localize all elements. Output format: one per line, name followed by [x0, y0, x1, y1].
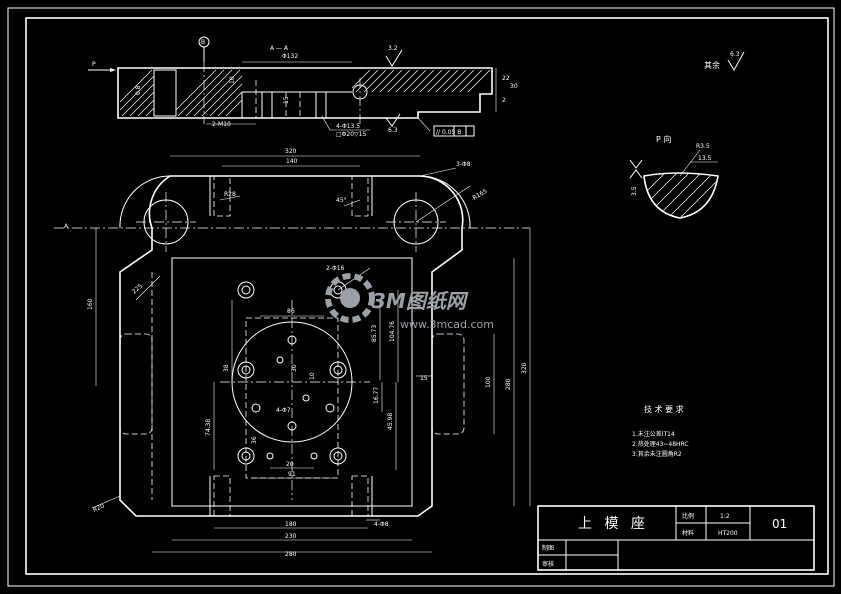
tech-requirements: 技 术 要 求 1.未注公差IT14 2.热处理43~48HRC 3.其余未注圆…	[632, 404, 689, 458]
svg-text:10: 10	[309, 372, 316, 380]
svg-text:320: 320	[285, 148, 297, 155]
svg-text:2-Φ16: 2-Φ16	[326, 265, 345, 272]
svg-text:// 0.05 B: // 0.05 B	[436, 129, 461, 136]
arrow-p-label: P	[92, 61, 96, 68]
svg-text:91: 91	[288, 471, 296, 478]
remaining-roughness: 其余 6.3	[704, 51, 745, 71]
svg-text:45°: 45°	[336, 197, 347, 204]
svg-text:15: 15	[283, 96, 290, 104]
svg-text:□Φ20▽15: □Φ20▽15	[336, 131, 366, 138]
svg-text:HT200: HT200	[718, 530, 738, 537]
svg-text:320: 320	[521, 362, 528, 374]
svg-text:280: 280	[505, 378, 512, 390]
svg-text:3.5: 3.5	[631, 186, 638, 196]
datum-b-label: B	[201, 39, 205, 46]
svg-text:160: 160	[87, 298, 94, 310]
svg-text:20: 20	[286, 461, 294, 468]
p-view: P 向 R3.5 13.5 3.5	[629, 134, 719, 219]
section-outline	[117, 67, 493, 119]
svg-text:140: 140	[286, 158, 298, 165]
svg-text:22: 22	[502, 75, 510, 82]
svg-text:2-M10: 2-M10	[212, 121, 231, 128]
svg-text:R20: R20	[92, 502, 106, 513]
svg-text:0.8: 0.8	[135, 85, 142, 95]
section-hatch-left	[120, 70, 490, 116]
svg-text:4-Φ7: 4-Φ7	[276, 407, 291, 414]
svg-text:审核: 审核	[542, 560, 554, 568]
svg-text:30: 30	[291, 364, 298, 372]
svg-text:3.2: 3.2	[388, 45, 398, 52]
svg-text:P 向: P 向	[656, 134, 671, 144]
plan-holes	[237, 281, 347, 465]
svg-text:3-Φ8: 3-Φ8	[456, 161, 471, 168]
svg-text:www.3mcad.com: www.3mcad.com	[400, 318, 494, 331]
svg-text:36: 36	[251, 436, 258, 444]
svg-text:13.5: 13.5	[698, 155, 712, 162]
svg-text:A: A	[64, 223, 69, 230]
svg-text:85.73: 85.73	[371, 325, 378, 342]
svg-text:38: 38	[223, 364, 230, 372]
svg-text:比例: 比例	[682, 512, 694, 520]
svg-text:3M图纸网: 3M图纸网	[372, 289, 469, 313]
svg-text:4-Φ13.5: 4-Φ13.5	[336, 123, 360, 130]
section-label: A — A	[270, 45, 289, 52]
outer-frame	[7, 7, 835, 587]
svg-text:100: 100	[485, 376, 492, 388]
svg-text:104.76: 104.76	[389, 321, 396, 342]
svg-text:6.3: 6.3	[730, 51, 740, 58]
svg-text:45.98: 45.98	[387, 413, 394, 430]
svg-text:2: 2	[502, 97, 506, 104]
svg-text:R28: R28	[224, 191, 236, 198]
svg-text:R165: R165	[472, 188, 489, 202]
title-block: 上 模 座 比例 1:2 材料 HT200 01 制图 审核	[537, 505, 815, 571]
svg-text:3.其余未注圆角R2: 3.其余未注圆角R2	[632, 450, 682, 458]
svg-text:上 模 座: 上 模 座	[578, 516, 649, 532]
svg-text:R3.5: R3.5	[696, 143, 710, 150]
svg-text:280: 280	[285, 551, 297, 558]
svg-text:30: 30	[510, 83, 518, 90]
svg-text:10: 10	[229, 76, 236, 84]
svg-text:230: 230	[285, 533, 297, 540]
svg-text:Φ132: Φ132	[282, 53, 298, 60]
svg-text:其余: 其余	[704, 60, 720, 70]
svg-text:74.38: 74.38	[205, 419, 212, 436]
svg-text:制图: 制图	[542, 544, 554, 552]
section-view: A — A B P	[88, 36, 518, 138]
svg-text:1.未注公差IT14: 1.未注公差IT14	[632, 430, 675, 438]
svg-text:材料: 材料	[682, 529, 694, 537]
svg-text:86: 86	[287, 308, 295, 315]
svg-text:180: 180	[285, 521, 297, 528]
svg-text:2.热处理43~48HRC: 2.热处理43~48HRC	[632, 440, 689, 448]
svg-text:技 术 要 求: 技 术 要 求	[644, 404, 684, 414]
svg-text:4-Φ8: 4-Φ8	[374, 521, 389, 528]
svg-text:15: 15	[420, 375, 428, 382]
plan-view: 320 140 160 225 R165 R28 2-Φ16 3-Φ8 45° …	[54, 148, 531, 558]
watermark: 3M图纸网 www.3mcad.com	[325, 273, 494, 331]
inner-frame	[25, 17, 829, 575]
svg-text:16.77: 16.77	[373, 387, 380, 404]
svg-text:01: 01	[772, 517, 787, 531]
svg-text:6.3: 6.3	[388, 127, 398, 134]
svg-text:1:2: 1:2	[720, 513, 730, 520]
